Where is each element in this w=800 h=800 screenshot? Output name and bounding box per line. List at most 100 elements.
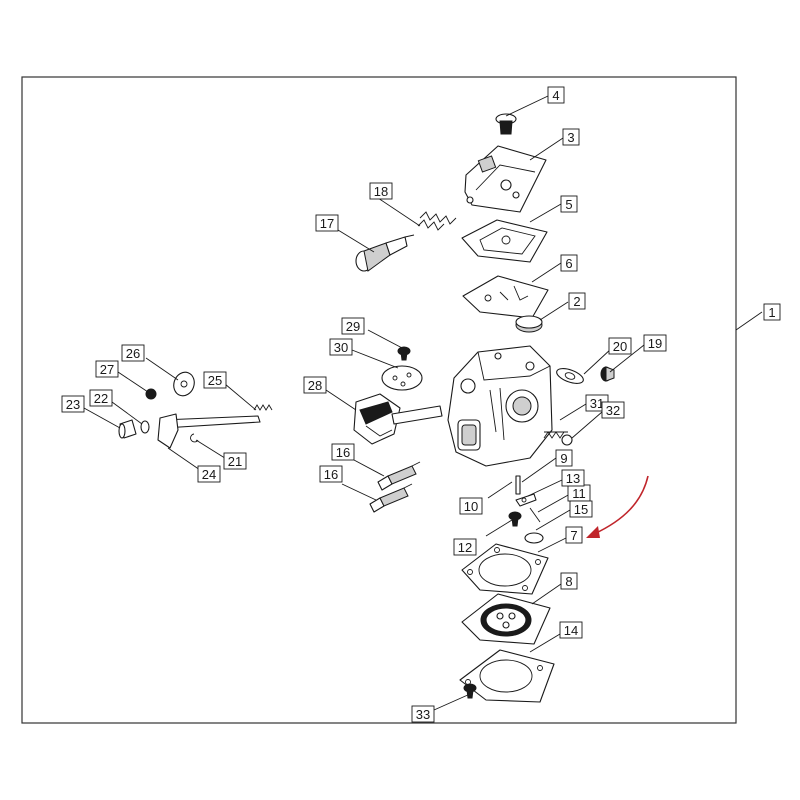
callout-22-label: 22 <box>94 391 108 406</box>
leader-lines <box>83 95 763 711</box>
callout-16-lower: 16 <box>319 465 343 483</box>
callout-1-label: 1 <box>768 305 775 320</box>
part-5-gasket <box>461 219 548 263</box>
callout-3: 3 <box>562 128 580 146</box>
callout-23-label: 23 <box>66 397 80 412</box>
callout-29: 29 <box>341 317 365 335</box>
callout-13-label: 13 <box>566 471 580 486</box>
callout-31-label: 31 <box>590 396 604 411</box>
callout-32: 32 <box>601 401 625 419</box>
callout-15: 15 <box>569 500 593 518</box>
part-9-pin <box>515 475 521 495</box>
callout-23: 23 <box>61 395 85 413</box>
callout-21-label: 21 <box>228 454 242 469</box>
part-7-gasket <box>461 543 549 595</box>
callout-27-label: 27 <box>100 362 114 377</box>
callout-10-label: 10 <box>464 499 478 514</box>
part-19-screw <box>600 366 615 382</box>
part-18-spring <box>417 211 457 231</box>
callout-4: 4 <box>547 86 565 104</box>
callout-33: 33 <box>411 705 435 723</box>
part-12-screw <box>508 511 522 527</box>
callout-28: 28 <box>303 376 327 394</box>
carburettor-body <box>447 345 553 467</box>
callout-12-label: 12 <box>458 540 472 555</box>
callout-25-label: 25 <box>208 373 222 388</box>
callout-29-label: 29 <box>346 319 360 334</box>
callout-19: 19 <box>643 334 667 352</box>
callout-9-label: 9 <box>560 451 567 466</box>
part-2-cap <box>515 315 543 333</box>
callout-16-upper-label: 16 <box>336 445 350 460</box>
callout-20-label: 20 <box>613 339 627 354</box>
callout-8-label: 8 <box>565 574 572 589</box>
part-28-throttle-shaft <box>353 393 443 445</box>
callout-9: 9 <box>555 449 573 467</box>
callout-19-label: 19 <box>648 336 662 351</box>
callout-4-label: 4 <box>552 88 559 103</box>
callout-18: 18 <box>369 182 393 200</box>
callout-1: 1 <box>763 303 781 321</box>
part-30-disc <box>381 365 423 391</box>
part-33-screw <box>463 683 477 699</box>
callout-16-lower-label: 16 <box>324 467 338 482</box>
part-13-lever <box>515 493 537 507</box>
callout-25: 25 <box>203 371 227 389</box>
callout-28-label: 28 <box>308 378 322 393</box>
callout-12: 12 <box>453 538 477 556</box>
part-32-ball <box>561 434 573 446</box>
part-27-nut <box>145 388 157 400</box>
part-23-bushing <box>118 419 137 439</box>
callout-27: 27 <box>95 360 119 378</box>
callout-5-label: 5 <box>565 197 572 212</box>
callout-5: 5 <box>560 195 578 213</box>
part-11-pin <box>529 507 541 523</box>
callout-7: 7 <box>565 526 583 544</box>
callout-24: 24 <box>197 465 221 483</box>
part-14-cover <box>459 649 555 703</box>
callout-30-label: 30 <box>334 340 348 355</box>
part-21-clip <box>190 433 199 443</box>
callout-6: 6 <box>560 254 578 272</box>
callout-2-label: 2 <box>573 294 580 309</box>
callout-2: 2 <box>568 292 586 310</box>
part-16-needle-lower <box>369 483 413 513</box>
callout-17: 17 <box>315 214 339 232</box>
callout-16-upper: 16 <box>331 443 355 461</box>
callout-3-label: 3 <box>567 130 574 145</box>
highlight-arrow <box>586 475 649 538</box>
part-22-washer <box>140 420 150 434</box>
callout-15-label: 15 <box>574 502 588 517</box>
part-8-diaphragm <box>461 593 551 645</box>
callout-7-label: 7 <box>570 528 577 543</box>
callout-18-label: 18 <box>374 184 388 199</box>
diagram-frame <box>21 76 737 724</box>
callout-21: 21 <box>223 452 247 470</box>
part-31-spring <box>543 431 568 439</box>
callout-20: 20 <box>608 337 632 355</box>
callout-32-label: 32 <box>606 403 620 418</box>
callout-26: 26 <box>121 344 145 362</box>
callout-13: 13 <box>561 469 585 487</box>
part-26-lever-disc <box>173 371 195 397</box>
part-6-diaphragm <box>462 275 549 319</box>
callout-10: 10 <box>459 497 483 515</box>
callout-14: 14 <box>559 621 583 639</box>
callout-8: 8 <box>560 572 578 590</box>
callout-26-label: 26 <box>126 346 140 361</box>
part-24-choke-shaft <box>157 413 261 449</box>
callout-31: 31 <box>585 394 609 412</box>
part-20-small-gasket <box>556 368 584 384</box>
part-29-screw <box>397 346 411 361</box>
callout-17-label: 17 <box>320 216 334 231</box>
callout-11: 11 <box>567 484 591 502</box>
part-17-adjusting-screw <box>355 234 415 272</box>
part-15-disc <box>524 532 544 544</box>
callout-6-label: 6 <box>565 256 572 271</box>
callout-11-label: 11 <box>572 486 586 501</box>
callout-30: 30 <box>329 338 353 356</box>
part-25-spring <box>253 404 273 411</box>
callout-33-label: 33 <box>416 707 430 722</box>
callout-14-label: 14 <box>564 623 578 638</box>
